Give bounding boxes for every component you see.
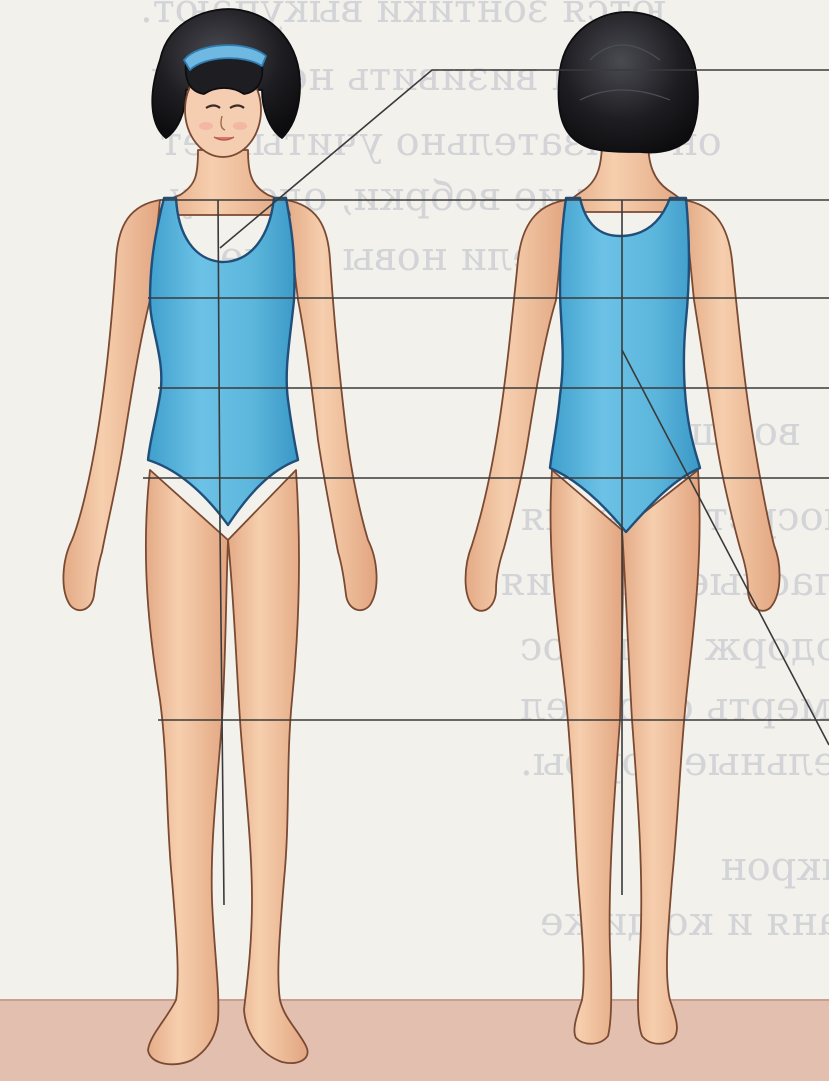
back-swimsuit xyxy=(550,198,700,532)
bleed-text-line: ыкрон xyxy=(720,844,829,890)
back-hair xyxy=(558,12,697,153)
floor xyxy=(0,1000,829,1081)
front-cheek-left xyxy=(199,122,213,130)
front-cheek-right xyxy=(233,122,247,130)
